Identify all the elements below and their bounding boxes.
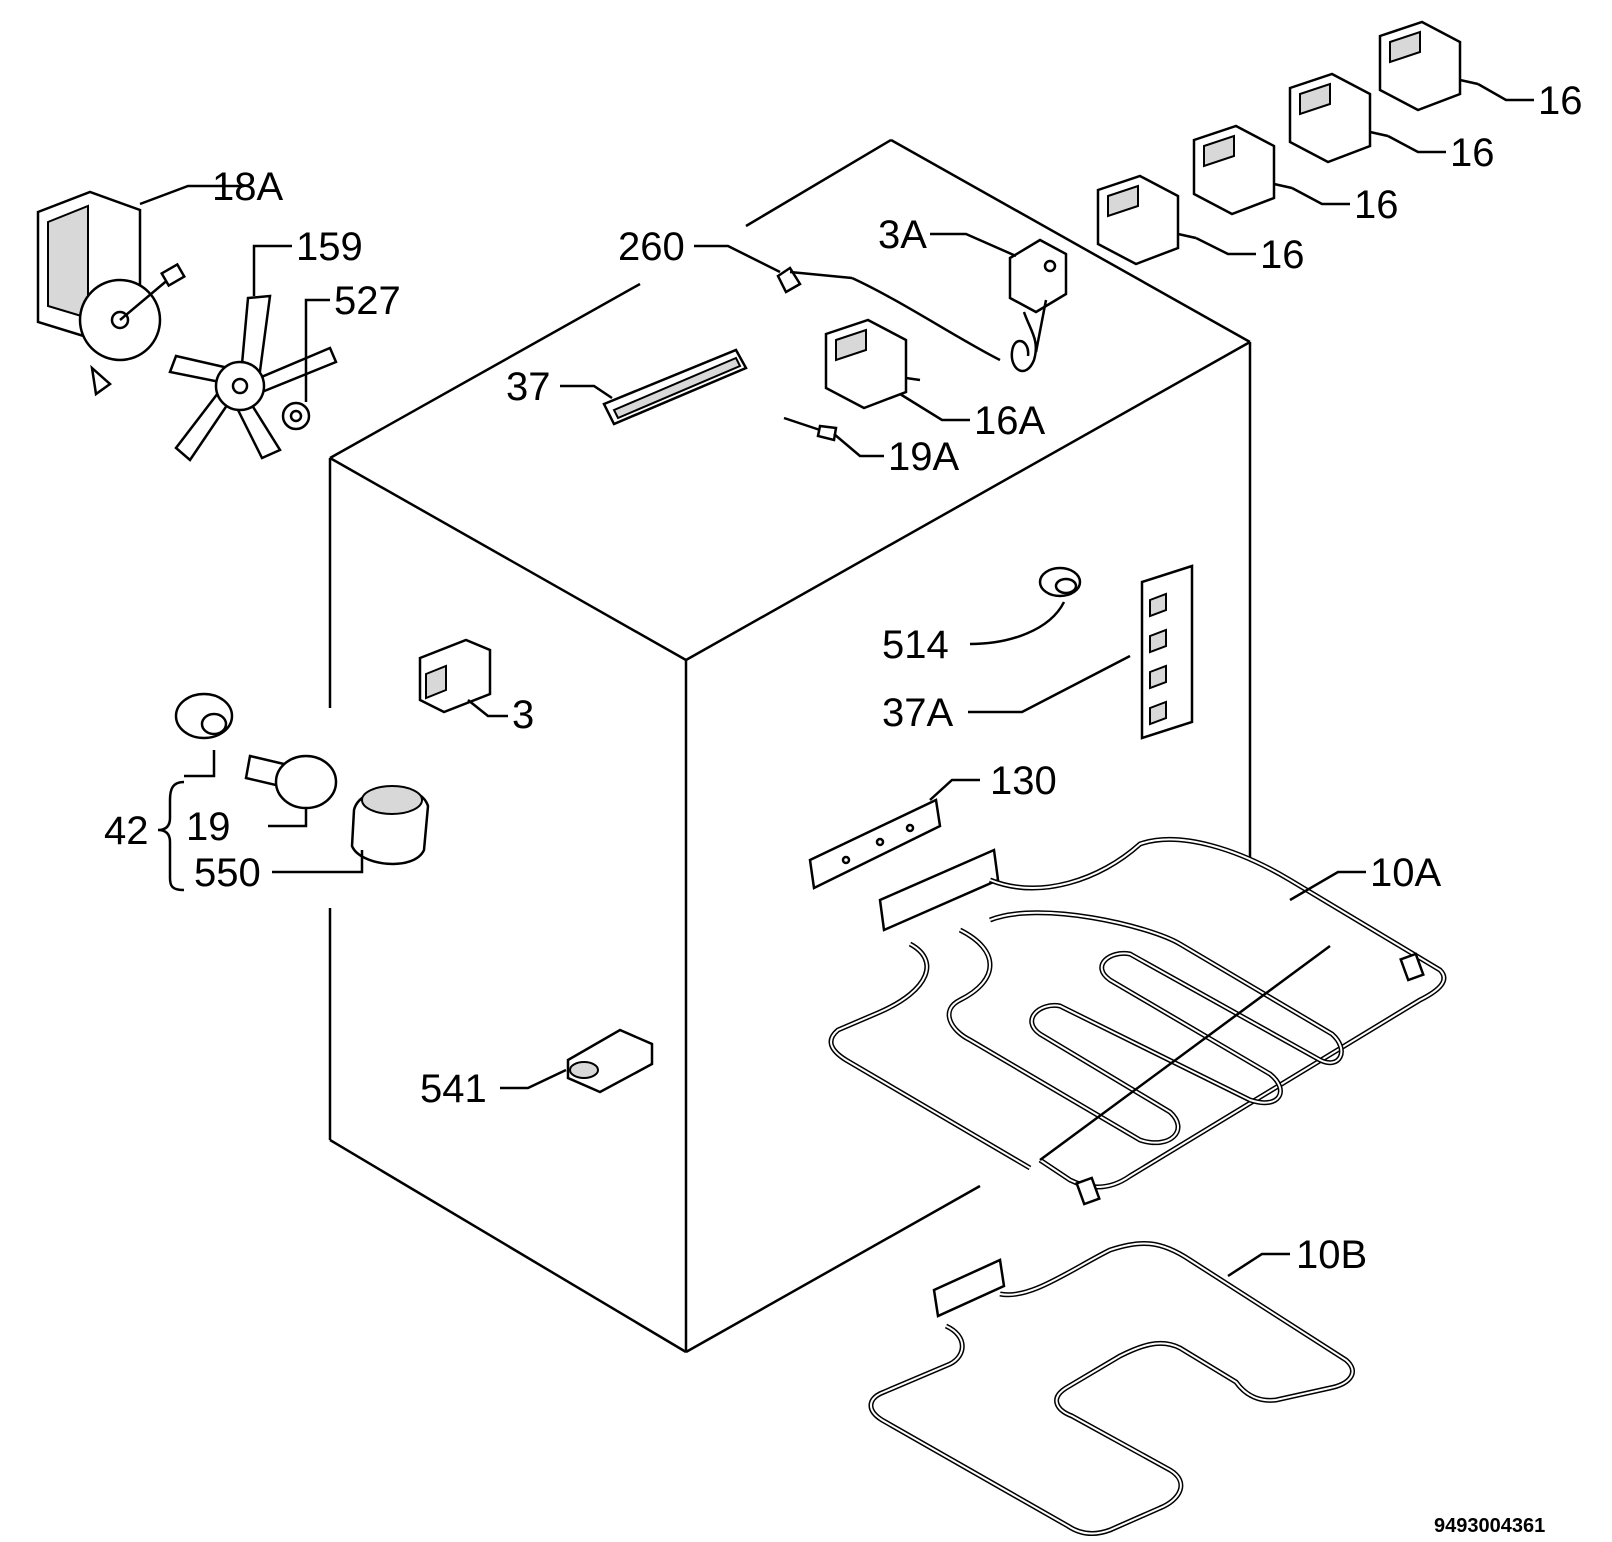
lamp-bulb-part[interactable] [244, 754, 338, 828]
terminal-block-vertical-part[interactable] [968, 564, 1194, 740]
terminal-connector-part[interactable] [500, 1028, 654, 1094]
label-37a: 37A [882, 691, 953, 735]
fan-motor-part[interactable] [36, 184, 244, 397]
mounting-plate-part[interactable] [808, 778, 980, 890]
label-130: 130 [990, 759, 1057, 803]
selector-switch-4[interactable] [1378, 20, 1534, 112]
nut-part[interactable] [281, 298, 330, 431]
label-527: 527 [334, 279, 401, 323]
indicator-lamp-part[interactable] [783, 416, 884, 458]
label-550: 550 [194, 851, 261, 895]
thermostat-part[interactable] [930, 232, 1068, 373]
grommet-part[interactable] [969, 566, 1082, 646]
label-260: 260 [618, 225, 685, 269]
label-514: 514 [882, 623, 949, 667]
terminal-block-part[interactable] [560, 348, 748, 426]
switch-16a-part[interactable] [824, 318, 970, 422]
label-42: 42 [104, 809, 149, 853]
label-16-2: 16 [1354, 183, 1399, 227]
label-37: 37 [506, 365, 551, 409]
selector-switch-2[interactable] [1192, 124, 1350, 216]
drawing-code: 9493004361 [1434, 1515, 1545, 1537]
oven-cabinet [328, 138, 1252, 1354]
lamp-assembly-bracket [157, 780, 185, 892]
lamp-cover-part[interactable] [272, 785, 430, 874]
label-10a: 10A [1370, 851, 1441, 895]
label-10b: 10B [1296, 1233, 1367, 1277]
label-3: 3 [512, 693, 534, 737]
lamp-holder-part[interactable] [174, 692, 234, 778]
door-switch-part[interactable] [418, 638, 508, 718]
label-541: 541 [420, 1067, 487, 1111]
label-16-4: 16 [1538, 79, 1583, 123]
callout-labels: 18A 159 527 260 3A 16 16 16 16 37 16A 19… [104, 79, 1583, 1537]
selector-switch-1[interactable] [1096, 174, 1256, 266]
thermostat-probe-part[interactable] [694, 244, 1001, 362]
label-16-1: 16 [1260, 233, 1305, 277]
label-18a: 18A [212, 165, 283, 209]
top-heating-element-part[interactable] [828, 836, 1447, 1206]
fan-blade-part[interactable] [168, 244, 338, 462]
label-16a: 16A [974, 399, 1045, 443]
label-3a: 3A [878, 213, 927, 257]
label-19: 19 [186, 805, 231, 849]
label-159: 159 [296, 225, 363, 269]
bottom-heating-element-part[interactable] [868, 1240, 1355, 1536]
selector-switch-3[interactable] [1288, 72, 1446, 164]
label-16-3: 16 [1450, 131, 1495, 175]
label-19a: 19A [888, 435, 959, 479]
